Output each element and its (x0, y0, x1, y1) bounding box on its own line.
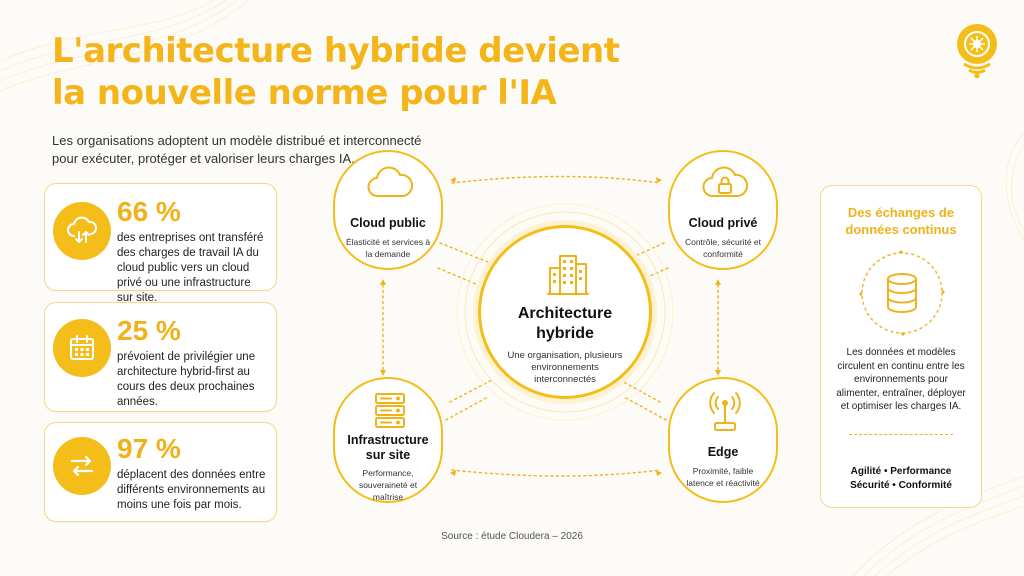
logo (957, 24, 997, 79)
page-title-line-2: la nouvelle norme pour l'IA (52, 73, 557, 113)
exchange-title: Des échanges de données continus (845, 205, 957, 237)
data-exchange-card: Des échanges de données continus Les don… (820, 185, 982, 508)
connector-cloud-public-center-2 (437, 267, 479, 286)
exchange-footer: Agilité • Performance Sécurité • Conform… (821, 465, 981, 493)
stat-card-cloud-transfer: 66 % des entreprises ont transféré des c… (44, 183, 277, 304)
stat-card-hybrid-first: 25 % prévoient de privilégier une archit… (44, 302, 277, 412)
connector-edge-center-2 (625, 397, 667, 421)
node-title: Edge (707, 445, 739, 459)
node-title: Cloud privé (688, 216, 758, 230)
page-title: L'architecture hybride devient la nouvel… (52, 30, 672, 114)
stat-description: déplacent des données entre différents e… (117, 469, 266, 511)
connector-cloud-public-center (439, 242, 489, 263)
connector-bottom (451, 469, 661, 477)
exchange-footer-line-1: Agilité • Performance (850, 466, 952, 477)
center-title-line-1: Architecture (517, 305, 613, 322)
node-title-line-2: sur site (365, 448, 411, 462)
node-title-line-1: Infrastructure (347, 433, 429, 447)
stat-card-data-movement: 97 % déplacent des données entre différe… (44, 422, 277, 522)
node-cloud-public: Cloud public Élasticité et services à la… (333, 150, 443, 270)
node-architecture-hybride: Architecture hybride Une organisation, p… (478, 225, 652, 399)
cloud-transfer-icon (53, 202, 111, 260)
stat-value: 66 % (117, 196, 181, 227)
node-infrastructure-sur-site: Infrastructure sur site Performance, sou… (333, 377, 443, 503)
node-title: Cloud public (350, 216, 426, 230)
page-title-line-1: L'architecture hybride devient (52, 31, 620, 71)
connector-infra-center-2 (445, 397, 487, 421)
stat-description: des entreprises ont transféré des charge… (117, 232, 264, 304)
center-description: Une organisation, plusieurs environnemen… (507, 350, 623, 385)
connector-infra-center (449, 379, 493, 403)
stat-value: 97 % (117, 433, 181, 464)
cloud-icon (367, 166, 413, 198)
antenna-icon (709, 392, 741, 431)
stat-value: 25 % (117, 315, 181, 346)
node-description: Élasticité et services à la demande (345, 237, 431, 259)
node-edge: Edge Proximité, faible latence et réacti… (668, 377, 778, 503)
connector-top (451, 175, 661, 184)
server-icon (375, 393, 405, 428)
exchange-arrows-icon (53, 437, 111, 495)
page-subtitle: Les organisations adoptent un modèle dis… (52, 133, 422, 166)
center-title: Architecture hybride (481, 304, 649, 344)
exchange-footer-line-2: Sécurité • Conformité (850, 480, 952, 491)
building-icon (547, 255, 589, 295)
calendar-icon (53, 319, 111, 377)
node-description: Performance, souveraineté et maîtrise (358, 468, 418, 502)
cloud-lock-icon (702, 166, 748, 198)
divider (849, 434, 953, 435)
exchange-description: Les données et modèles circulent en cont… (836, 347, 966, 412)
node-description: Contrôle, sécurité et conformité (684, 237, 762, 259)
stat-description: prévoient de privilégier une architectur… (117, 351, 256, 408)
database-cycle-icon (859, 250, 945, 336)
node-description: Proximité, faible latence et réactivité (686, 466, 760, 488)
node-title: Infrastructure sur site (335, 433, 441, 463)
center-title-line-2: hybride (536, 325, 594, 342)
source-note: Source : étude Cloudera – 2026 (441, 531, 583, 542)
node-cloud-prive: Cloud privé Contrôle, sécurité et confor… (668, 150, 778, 270)
